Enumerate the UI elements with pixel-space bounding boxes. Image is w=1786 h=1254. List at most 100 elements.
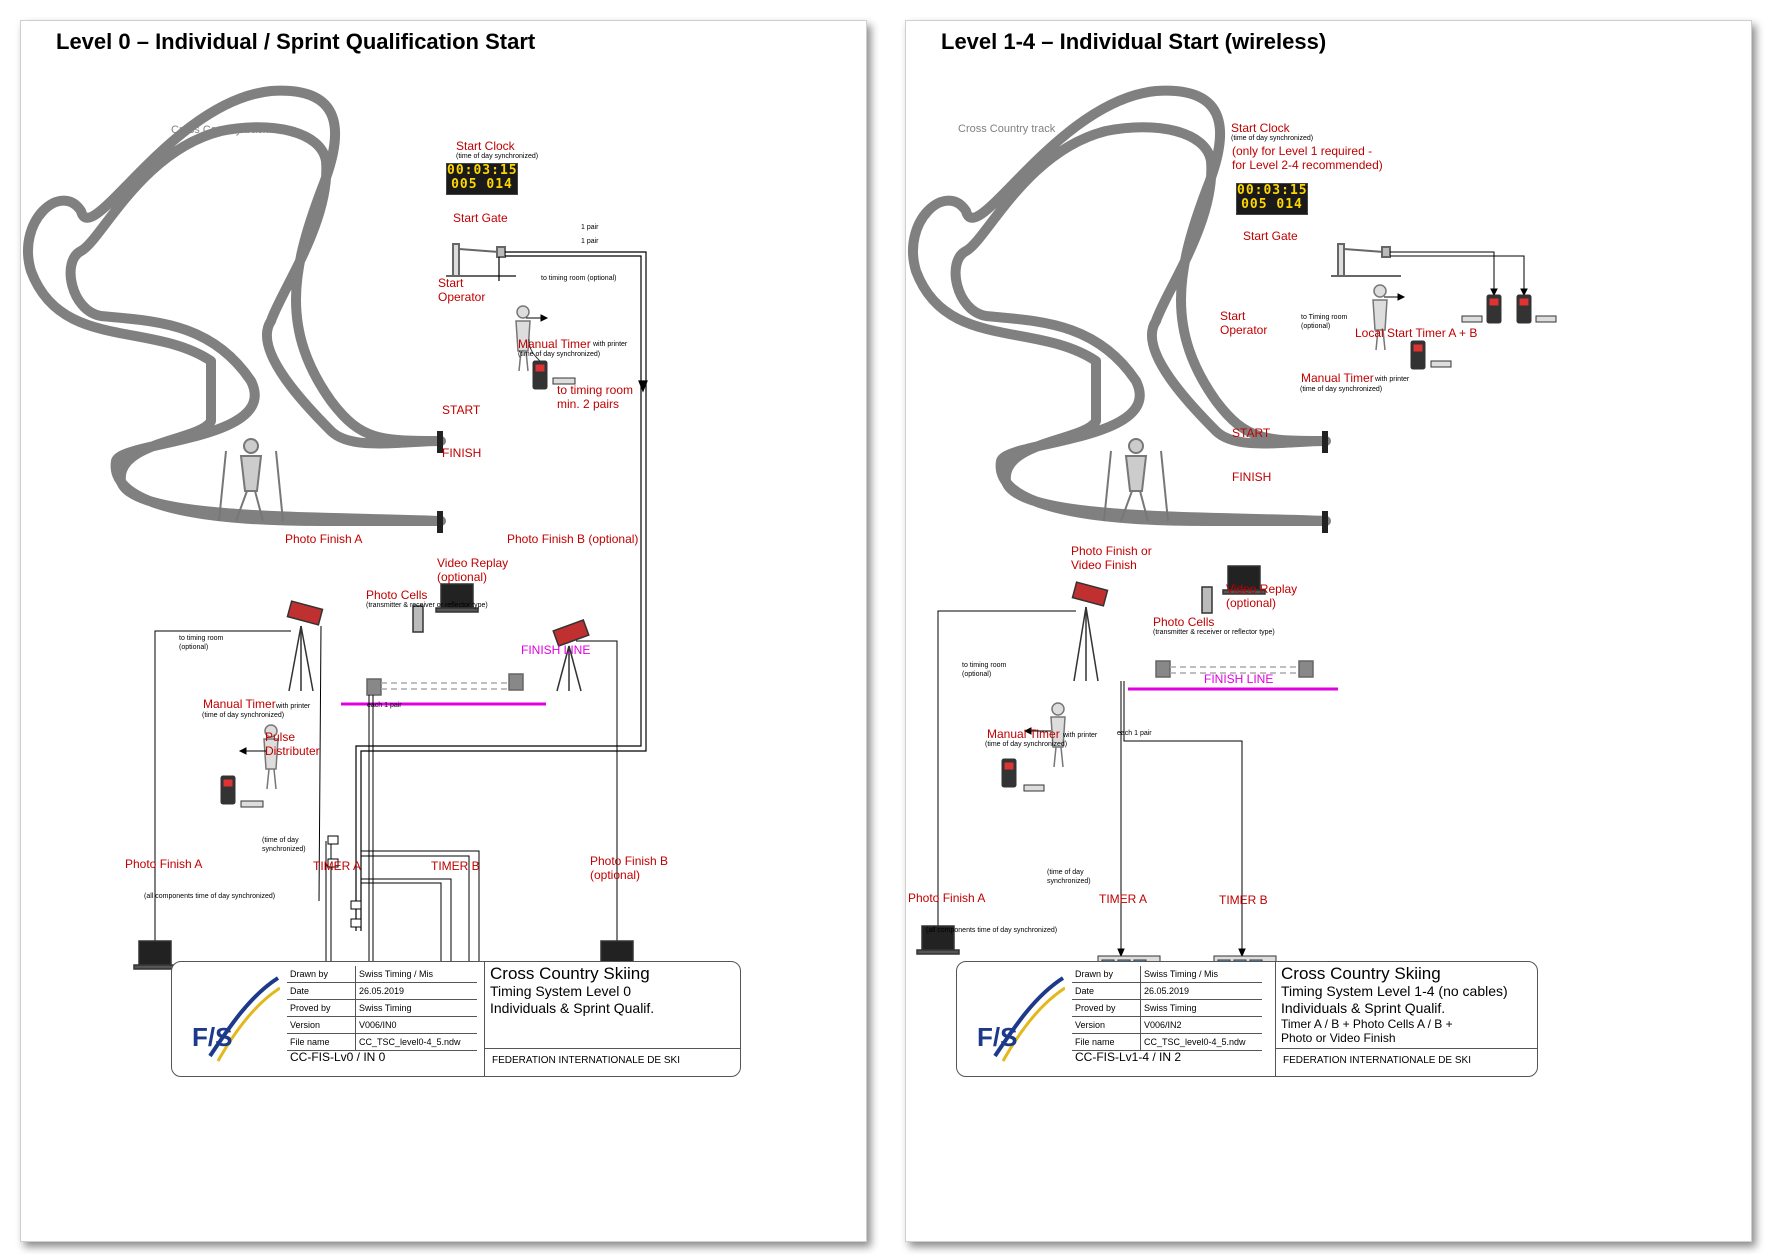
start-label: START xyxy=(1232,426,1271,440)
start-post xyxy=(437,431,443,453)
title-line-1: Cross Country Skiing xyxy=(1281,964,1441,983)
local-timer-cables xyxy=(1390,251,1528,297)
to-timing-room-min-label: to timing room min. 2 pairs xyxy=(557,383,634,411)
photo-cells-label: Photo Cells xyxy=(1153,615,1215,629)
start-gate-graphic xyxy=(1331,243,1401,277)
title-line-5: Photo or Video Finish xyxy=(1281,1031,1396,1045)
photo-or-video-finish-label: Photo Finish or Video Finish xyxy=(1071,544,1152,572)
meta-value: 26.05.2019 xyxy=(355,982,477,1000)
start-clock-label: Start Clock xyxy=(456,139,515,153)
photo-finish-a-laptop xyxy=(133,940,177,970)
timer-cables xyxy=(325,695,480,981)
photo-finish-a-bottom-label: Photo Finish A xyxy=(125,857,203,871)
manual-timer-label: Manual Timer xyxy=(518,337,591,351)
manual-timer-device-2 xyxy=(220,775,264,808)
tod-day-sync-label: (time of day synchronized) xyxy=(1047,869,1091,885)
title-line-2: Timing System Level 1-4 (no cables) xyxy=(1281,983,1508,999)
finish-post xyxy=(1322,511,1328,533)
each-pair-label: each 1 pair xyxy=(367,702,402,709)
tod-sync-2-label: (time of day synchronized) xyxy=(985,741,1068,748)
cable-lines xyxy=(355,251,648,931)
meta-key: Drawn by xyxy=(287,966,356,983)
timer-b-label: TIMER B xyxy=(431,859,480,873)
video-replay-laptop xyxy=(412,583,479,633)
with-printer-2-label: with printer xyxy=(1063,732,1098,739)
finish-label: FINISH xyxy=(442,446,482,460)
start-clock-label: Start Clock xyxy=(1231,121,1290,135)
with-printer-2-label: with printer xyxy=(276,703,311,710)
start-operator-label: Start Operator xyxy=(1220,309,1268,337)
skier-figure xyxy=(218,438,284,522)
local-start-timer-b xyxy=(1516,294,1557,324)
manual-timer-2-label: Manual Timer xyxy=(203,697,276,711)
finish-line-label: FINISH LINE xyxy=(521,643,591,657)
to-timing-room-opt-label: to timing room (optional) xyxy=(962,662,1007,678)
logo-text: F/S xyxy=(977,1022,1017,1052)
drawing-title: Cross Country Skiing Timing System Level… xyxy=(490,964,654,1017)
fis-logo: F/S xyxy=(192,976,280,1062)
bottom-operator-arrow xyxy=(238,747,266,755)
meta-value: CC_TSC_level0-4_5.ndw xyxy=(355,1033,477,1051)
photo-finish-b-top-label: Photo Finish B (optional) xyxy=(507,532,639,546)
manual-timer-device-2 xyxy=(1001,758,1045,792)
meta-value: Swiss Timing / Mis xyxy=(1140,966,1262,983)
title-line-4: Timer A / B + Photo Cells A / B + xyxy=(1281,1017,1453,1031)
pulse-distributer-label: Pulse Distributer xyxy=(265,730,320,758)
diagram-sheet-level1-4: Level 1-4 – Individual Start (wireless) xyxy=(905,20,1752,1242)
finish-label: FINISH xyxy=(1232,470,1272,484)
bottom-operator-figure xyxy=(1050,702,1066,768)
all-components-label: (all components time of day synchronized… xyxy=(926,927,1058,934)
start-clock-display: 00:03:15 005 014 xyxy=(446,163,518,195)
clock-line-2: 005 014 xyxy=(1241,197,1303,212)
federation-name: FEDERATION INTERNATIONALE DE SKI xyxy=(484,1048,740,1072)
photo-cells-graphic xyxy=(366,673,524,696)
clock-line-2: 005 014 xyxy=(451,177,513,192)
tod-sync-label: (time of day synchronized) xyxy=(518,351,601,358)
clock-line-1: 00:03:15 xyxy=(447,163,518,178)
logo-text: F/S xyxy=(192,1022,232,1052)
video-replay-laptop xyxy=(1201,565,1266,614)
start-operator-figure xyxy=(1372,284,1388,351)
finish-line-label: FINISH LINE xyxy=(1204,672,1274,686)
document-id: CC-FIS-Lv0 / IN 0 xyxy=(290,1050,386,1064)
timer-a-label: TIMER A xyxy=(1099,892,1148,906)
video-replay-label: Video Replay (optional) xyxy=(1226,582,1298,610)
timer-b-label: TIMER B xyxy=(1219,893,1268,907)
meta-key: Proved by xyxy=(1072,999,1141,1017)
photo-cells-label: Photo Cells xyxy=(366,588,428,602)
meta-value: V006/IN0 xyxy=(355,1016,477,1034)
video-replay-label: Video Replay (optional) xyxy=(437,556,509,584)
with-printer-label: with printer xyxy=(593,341,628,348)
manual-timer-label: Manual Timer xyxy=(1301,371,1374,385)
title-divider xyxy=(1275,962,1276,1076)
meta-key: Proved by xyxy=(287,999,356,1017)
manual-timer-2-label: Manual Timer xyxy=(987,727,1060,741)
start-clock-note: (time of day synchronized) xyxy=(1231,135,1314,142)
start-post xyxy=(1322,431,1328,453)
sheet-title: Level 1-4 – Individual Start (wireless) xyxy=(941,29,1327,54)
start-label: START xyxy=(442,403,481,417)
meta-key: Version xyxy=(287,1016,356,1034)
meta-value: 26.05.2019 xyxy=(1140,982,1262,1000)
start-operator-label: Start Operator xyxy=(438,276,486,304)
bottom-operator-figure xyxy=(263,724,279,790)
with-printer-label: with printer xyxy=(1375,376,1410,383)
fis-logo: F/S xyxy=(977,976,1065,1062)
skier-figure xyxy=(1103,438,1169,522)
local-start-timer-a xyxy=(1461,294,1502,324)
to-timing-room-label: to Timing room (optional) xyxy=(1301,314,1348,330)
federation-name: FEDERATION INTERNATIONALE DE SKI xyxy=(1275,1048,1537,1072)
start-clock-note: (time of day synchronized) xyxy=(456,153,539,160)
track-label: Cross Country track xyxy=(958,123,1056,135)
clock-line-1: 00:03:15 xyxy=(1237,183,1308,198)
photo-finish-camera xyxy=(1071,581,1109,682)
photo-finish-a-cable xyxy=(154,625,618,941)
photo-finish-a-top-label: Photo Finish A xyxy=(285,532,363,546)
drawing-title: Cross Country Skiing Timing System Level… xyxy=(1281,964,1508,1045)
